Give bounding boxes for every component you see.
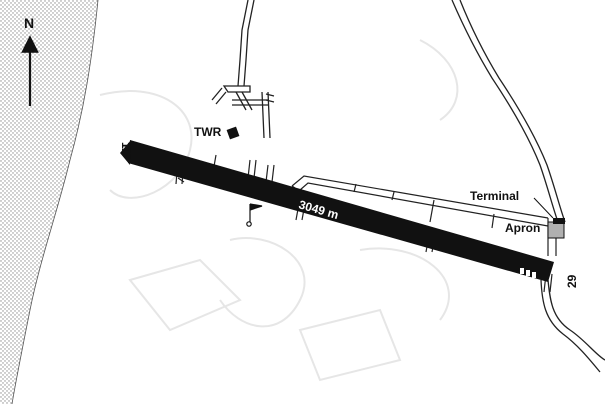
north-label: N xyxy=(24,15,34,31)
access-road-east xyxy=(451,0,605,373)
apron-label: Apron xyxy=(505,221,540,235)
runway-end-29-label: 29 xyxy=(565,274,579,288)
control-tower-marker xyxy=(226,126,240,140)
windsock-icon xyxy=(246,203,263,227)
tower-label: TWR xyxy=(194,125,222,139)
terminal-building xyxy=(553,218,565,224)
sea-area xyxy=(0,0,98,404)
terminal-label: Terminal xyxy=(470,189,519,203)
terminal-leader-line xyxy=(533,197,554,219)
runway xyxy=(120,140,554,282)
tower-access-roads xyxy=(211,0,275,139)
apron-area xyxy=(547,221,565,239)
faint-background-features xyxy=(99,39,459,382)
coastline xyxy=(11,0,99,404)
runway-end-11-label: 11 xyxy=(119,142,133,155)
taxiway-ticks xyxy=(175,154,553,293)
